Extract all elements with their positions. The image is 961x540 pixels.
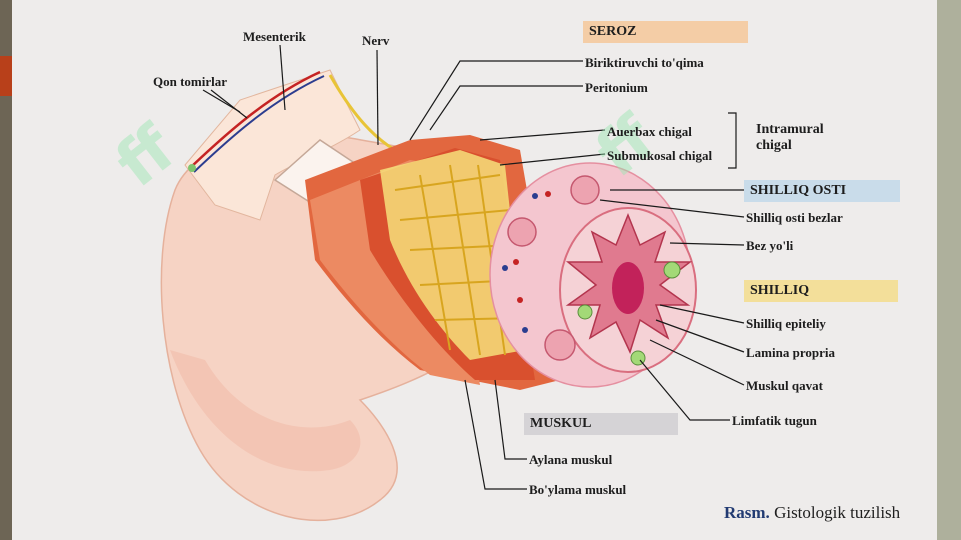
vessel-dot-blue-3 [522, 327, 528, 333]
label-shilliq-osti-bezlar: Shilliq osti bezlar [746, 210, 843, 225]
lumen [612, 262, 644, 314]
label-aylana-muskul: Aylana muskul [529, 452, 613, 467]
label-auerbax: Auerbax chigal [607, 124, 692, 139]
label-peritonium: Peritonium [585, 80, 648, 95]
label-qon-tomirlar: Qon tomirlar [153, 74, 228, 89]
category-muskul: MUSKUL [524, 413, 678, 435]
caption-prefix: Rasm. [724, 503, 770, 522]
lymph-node-1 [663, 261, 681, 279]
submucosal-gland-3 [544, 329, 576, 361]
submucosal-gland-1 [570, 175, 600, 205]
blood-vessel-red [189, 70, 321, 169]
figure-caption: Rasm. Gistologik tuzilish [724, 503, 900, 523]
vessel-dot-red-3 [517, 297, 523, 303]
nerve-line [328, 74, 396, 152]
label-limfatik-tugun: Limfatik tugun [732, 413, 817, 428]
left-accent-bar [0, 56, 12, 96]
label-intramural: Intramural chigal [756, 122, 824, 153]
label-boylama-muskul: Bo'ylama muskul [529, 482, 627, 497]
label-bez-yoli: Bez yo'li [746, 238, 794, 253]
right-border-strip [937, 0, 961, 540]
lymph-node-mesentery [188, 164, 196, 172]
label-shilliq-epiteliy: Shilliq epiteliy [746, 316, 826, 331]
caption-text: Gistologik tuzilish [769, 503, 901, 522]
lymph-node-2 [577, 304, 593, 320]
label-nerv: Nerv [362, 33, 390, 48]
leader-lines [202, 44, 745, 490]
intestine-fold [170, 350, 361, 472]
left-border-strip [0, 0, 12, 540]
vessel-dot-blue-2 [502, 265, 508, 271]
vessel-dot-red-2 [513, 259, 519, 265]
label-mesenterik: Mesenterik [243, 29, 306, 44]
vessel-dot-red-1 [545, 191, 551, 197]
blood-vessel-blue [193, 75, 325, 173]
category-shilliq: SHILLIQ [744, 280, 898, 302]
label-lamina-propria: Lamina propria [746, 345, 835, 360]
label-muskul-qavat: Muskul qavat [746, 378, 823, 393]
label-biriktiruvchi: Biriktiruvchi to'qima [585, 55, 704, 70]
label-submukosal: Submukosal chigal [607, 148, 713, 163]
plexus-network [380, 150, 525, 360]
vessel-dot-blue-1 [532, 193, 538, 199]
category-seroz: SEROZ [583, 21, 748, 43]
submucosal-gland-2 [507, 217, 537, 247]
category-shilliq-osti: SHILLIQ OSTI [744, 180, 900, 202]
plexus-strands [394, 164, 521, 356]
